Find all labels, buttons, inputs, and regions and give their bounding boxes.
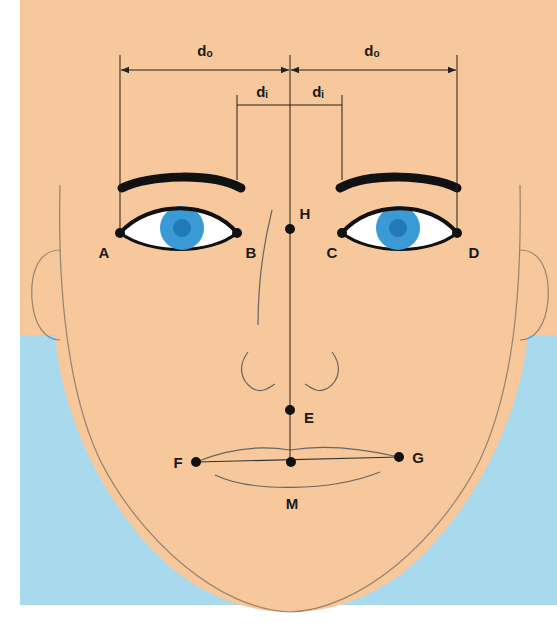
point-label: H: [298, 205, 313, 222]
point-label: D: [467, 244, 482, 261]
dim-label: dᵢ: [254, 83, 269, 100]
dim-label: dₒ: [195, 42, 214, 59]
point-label: E: [302, 409, 316, 426]
point-label: A: [97, 244, 112, 261]
point-label: C: [325, 244, 340, 261]
point-label: M: [284, 495, 301, 512]
dim-label: dᵢ: [310, 83, 325, 100]
point-label: B: [244, 244, 259, 261]
dim-label: dₒ: [362, 42, 381, 59]
point-label: G: [410, 449, 426, 466]
point-label: F: [171, 454, 184, 471]
